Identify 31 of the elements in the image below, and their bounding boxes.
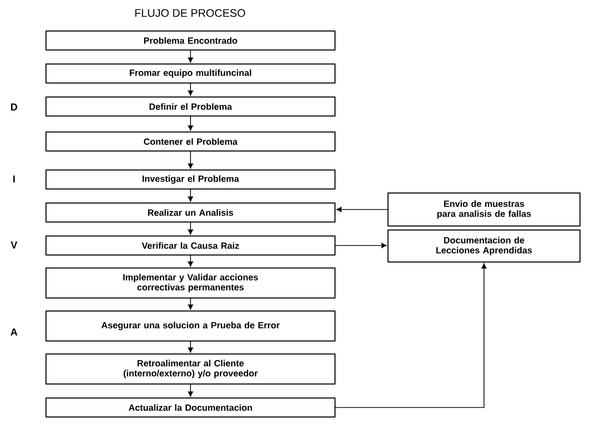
arrow [188, 298, 194, 310]
process-box: Implementar y Validar acciones correctivas permanentes [46, 268, 336, 298]
arrow [188, 50, 194, 63]
process-box: Actualizar la Documentacion [46, 398, 336, 418]
process-box: Fromar equipo multifuncinal [46, 64, 336, 84]
process-box: Documentacion de Lecciones Aprendidas [388, 230, 580, 262]
process-box: Realizar un Analisis [46, 202, 336, 222]
process-box: Problema Encontrado [46, 30, 336, 50]
phase-letter: I [13, 176, 15, 182]
arrow [336, 206, 388, 212]
arrow [335, 242, 387, 248]
arrow [188, 341, 194, 353]
arrow [335, 263, 487, 408]
phase-letter: V [10, 242, 18, 248]
arrow [188, 189, 194, 202]
process-box: Verificar la Causa Raiz [46, 236, 336, 256]
arrow [188, 384, 194, 397]
title: FLUJO DE PROCESO [135, 9, 246, 17]
process-box: Retroalimentar al Cliente (interno/externo) y/o proveedor [46, 354, 336, 384]
phase-letter: D [11, 104, 18, 110]
arrow [188, 255, 194, 267]
arrow [188, 222, 194, 235]
process-box: Contener el Problema [46, 132, 336, 152]
arrow [188, 116, 194, 131]
process-box: Asegurar una solucion a Prueba de Error [46, 310, 336, 342]
phase-letter: A [10, 328, 18, 336]
process-box: Envio de muestras para analisis de fallas [388, 192, 580, 226]
arrow [188, 83, 194, 96]
process-box: Investigar el Problema [46, 170, 336, 190]
arrow [188, 151, 194, 169]
process-box: Definir el Problema [46, 96, 336, 116]
